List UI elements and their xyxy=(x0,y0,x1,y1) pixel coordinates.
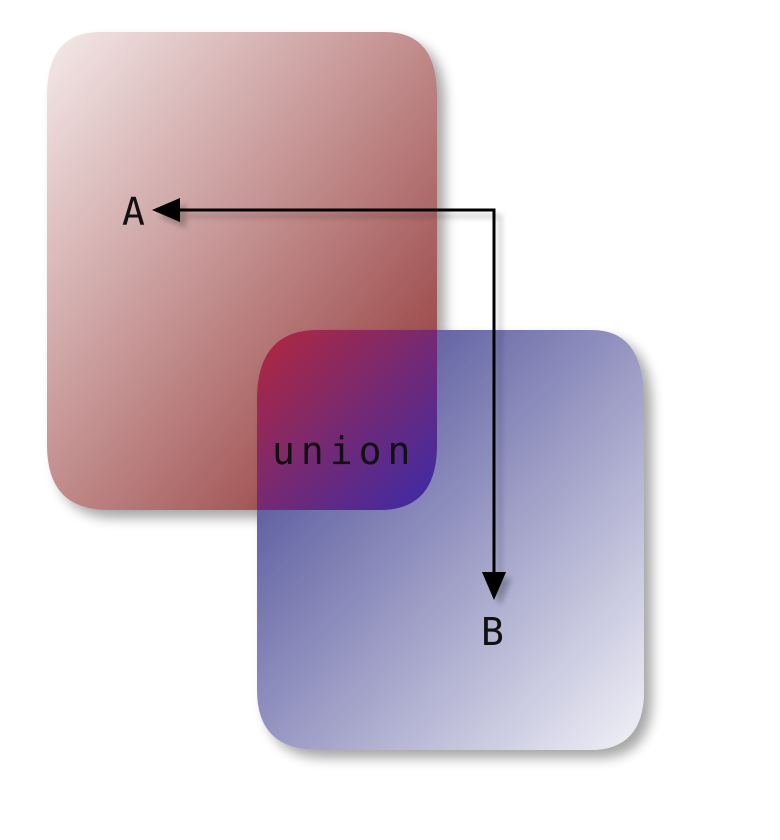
label-b: B xyxy=(481,610,506,654)
connector-arrow xyxy=(152,198,506,600)
label-a: A xyxy=(122,190,147,234)
arrow-head-a xyxy=(152,198,180,222)
arrow-both-ends-icon xyxy=(165,208,496,585)
arrow-head-b xyxy=(482,572,506,600)
intersection-region xyxy=(257,330,437,510)
label-intersection: union xyxy=(272,429,416,473)
